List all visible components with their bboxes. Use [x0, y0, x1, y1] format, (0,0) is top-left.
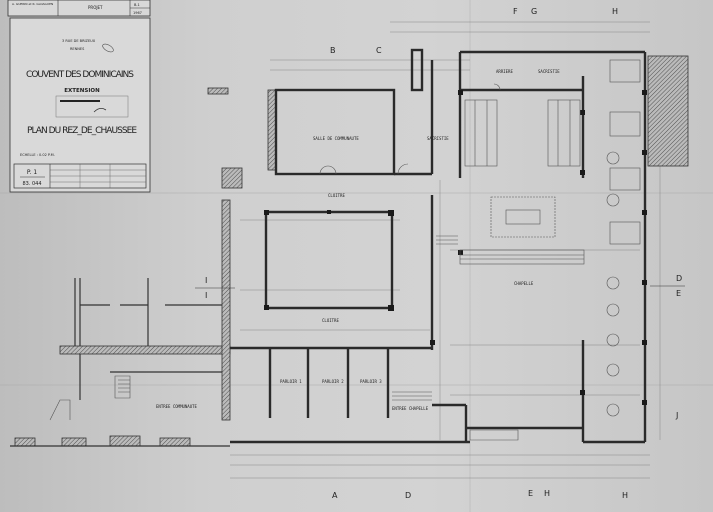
section-marker: E [676, 289, 681, 298]
columns [264, 90, 647, 405]
section-marker: I [205, 276, 207, 285]
room-labels: SALLE DE COMMUNAUTE SACRISTIE ARRIERE SA… [156, 69, 560, 411]
section-marker: E [528, 489, 533, 498]
title-block: A. GUERIN et R. GLOAGUEN PROJET B.1 1967… [7, 0, 151, 193]
room-arriere-sacristie: ARRIERE [496, 69, 513, 74]
section-marker: H [544, 489, 550, 498]
section-marker: J [675, 411, 678, 420]
section-marker: D [676, 274, 682, 283]
room-cloitre-top: CLOITRE [328, 193, 345, 198]
section-markers: B C F G H I I D E J A D E H H [195, 7, 685, 500]
room-cloitre-bottom: CLOITRE [322, 318, 339, 323]
drawing-title: COUVENT DES DOMINICAINS [26, 70, 134, 80]
room-salle-communaute: SALLE DE COMMUNAUTE [313, 136, 359, 141]
section-marker: F [513, 7, 518, 16]
room-parloir-1: PARLOIR 1 [280, 379, 302, 384]
sheet-code: B.1 [134, 3, 140, 7]
scale: ECHELLE : 0.02 P.M. [20, 153, 55, 157]
stamp-icon [102, 43, 114, 53]
room-chapelle: CHAPELLE [514, 281, 534, 286]
section-marker: H [612, 7, 618, 16]
room-parloir-2: PARLOIR 2 [322, 379, 344, 384]
drawing-subtitle: EXTENSION [64, 88, 100, 94]
furniture [319, 59, 641, 441]
address-line1: 3 RUE DE BRIZEUX [62, 39, 96, 43]
year: 1967 [133, 11, 142, 15]
section-marker: G [531, 7, 537, 16]
room-entree-chapelle: ENTREE CHAPELLE [392, 406, 429, 411]
section-marker: I [205, 291, 207, 300]
plan-reference: 83. 044 [22, 181, 41, 187]
plan-number: P. 1 [27, 169, 37, 176]
existing-building [10, 55, 689, 447]
dimension-lines [230, 21, 661, 479]
section-marker: C [376, 46, 382, 55]
section-marker: D [405, 491, 411, 500]
section-marker: A [332, 491, 338, 500]
architect-name: A. GUERIN et R. GLOAGUEN [12, 2, 53, 6]
project-label: PROJET [88, 5, 103, 10]
room-entree-communaute: ENTREE COMMUNAUTE [156, 404, 198, 409]
walls [230, 48, 647, 444]
section-marker: H [622, 491, 628, 500]
room-sacristie: SACRISTIE [427, 136, 449, 141]
drawing-name: PLAN DU REZ_DE_CHAUSSEE [27, 126, 137, 136]
room-parloir-3: PARLOIR 3 [360, 379, 382, 384]
approval-stamp [55, 95, 129, 118]
address-line2: RENNES [70, 47, 85, 51]
room-sacristie-2: SACRISTIE [538, 69, 560, 74]
section-marker: B [330, 46, 336, 55]
